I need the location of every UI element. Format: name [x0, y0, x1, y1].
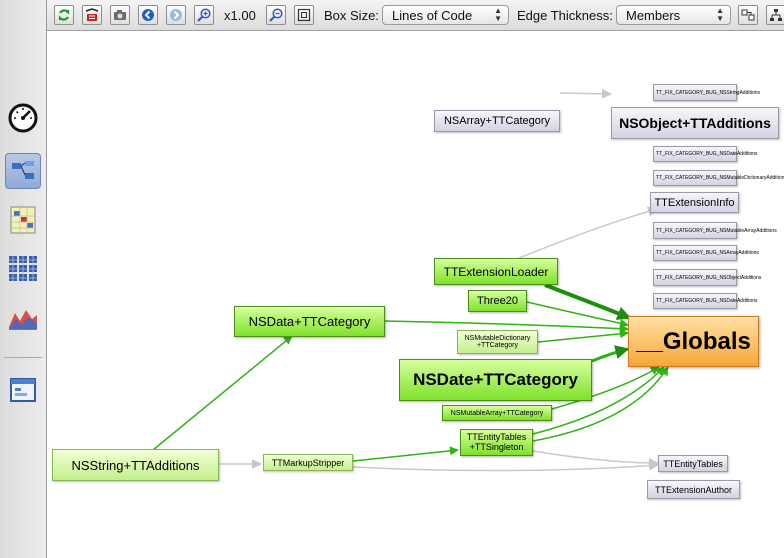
graph-node[interactable]: NSDate+TTCategory — [399, 359, 592, 401]
graph-node[interactable]: TTEntityTables +TTSingleton — [460, 429, 533, 456]
zoom-in-icon — [197, 8, 211, 22]
metrics-gauge-icon[interactable] — [5, 100, 41, 136]
edge-singleton-ttentitytables — [532, 450, 659, 468]
graph-node[interactable]: TT_FIX_CATEGORY_BUG_NSStringAdditions — [653, 84, 760, 101]
edge-markupstripper-ttentitytables — [352, 460, 659, 472]
zoom-out-icon — [269, 8, 283, 22]
graph-node[interactable]: TT_FIX_CATEGORY_BUG_NSObjectAdditions — [653, 269, 761, 286]
fit-to-window-button[interactable] — [294, 5, 314, 25]
edge-thickness-value: Members — [626, 8, 681, 23]
forward-button[interactable] — [166, 5, 186, 25]
sidebar-divider — [4, 357, 42, 358]
graph-node[interactable]: Three20 — [468, 290, 527, 312]
graph-node[interactable]: TTMarkupStripper — [263, 454, 353, 471]
graph-node[interactable]: NSData+TTCategory — [234, 306, 385, 337]
graph-node[interactable]: TTExtensionAuthor — [647, 480, 740, 499]
refresh-button[interactable] — [54, 5, 74, 25]
graph-node[interactable]: TT_FIX_CATEGORY_BUG_NSDateAdditions — [653, 293, 758, 309]
graph-node[interactable]: NSMutableDictionary +TTCategory — [457, 330, 538, 354]
edge-thickness-select[interactable]: Members ▲▼ — [616, 5, 731, 25]
back-button[interactable] — [138, 5, 158, 25]
toolbar: x1.00 Box Size: Lines of Code ▲▼ Edge Th… — [47, 0, 784, 31]
graph-node-globals[interactable]: __Globals — [628, 316, 759, 367]
back-arrow-icon — [142, 9, 154, 21]
edge-nsmutablearray-globals — [551, 366, 660, 410]
edge-extloader-globals — [544, 283, 632, 320]
clear-graph-button[interactable] — [82, 5, 102, 25]
edge-three20-globals — [526, 301, 629, 328]
window-view-icon[interactable] — [5, 372, 41, 408]
camera-icon — [114, 10, 126, 20]
graph-node[interactable]: TTExtensionInfo — [650, 192, 739, 213]
graph-node[interactable]: TT_FIX_CATEGORY_BUG_NSArrayAdditions — [653, 245, 759, 261]
graph-node[interactable]: TT_FIX_CATEGORY_BUG_NSMutableArrayAdditi… — [653, 222, 777, 239]
box-size-value: Lines of Code — [392, 8, 473, 23]
matrix-view-icon[interactable] — [5, 202, 41, 238]
fit-window-icon — [297, 8, 311, 22]
edge-entitytables-globals-a — [532, 366, 665, 435]
graph-node[interactable]: NSArray+TTCategory — [434, 110, 560, 132]
select-arrows-icon: ▲▼ — [716, 6, 724, 23]
treemap-icon[interactable] — [5, 250, 41, 286]
chart-icon[interactable] — [5, 300, 41, 336]
box-size-select[interactable]: Lines of Code ▲▼ — [382, 5, 509, 25]
hierarchy-icon — [770, 9, 782, 21]
graph-node[interactable]: TTExtensionLoader — [434, 258, 558, 285]
edge-nsdata-globals — [384, 320, 629, 334]
edge-layer — [152, 88, 669, 472]
delete-graph-icon — [85, 8, 99, 21]
graph-node[interactable]: TT_FIX_CATEGORY_BUG_NSMutableDictionaryA… — [653, 170, 784, 186]
forward-arrow-icon — [170, 9, 182, 21]
hierarchy-button[interactable] — [766, 5, 784, 25]
edge-nsmutabledict-globals — [537, 329, 629, 343]
zoom-in-button[interactable] — [194, 5, 214, 25]
edge-extloader-extinfo — [511, 206, 658, 262]
edge-nsstring-nsdata — [152, 335, 293, 451]
graph-node[interactable]: NSObject+TTAdditions — [611, 107, 779, 139]
graph-canvas[interactable]: NSArray+TTCategory NSObject+TTAdditions … — [47, 31, 784, 558]
edge-nsarray-nsobject — [559, 88, 612, 99]
sidebar — [0, 0, 47, 558]
select-arrows-icon: ▲▼ — [494, 6, 502, 23]
dependency-graph-icon[interactable] — [5, 153, 41, 189]
layout-button[interactable] — [738, 5, 758, 25]
graph-node[interactable]: TTEntityTables — [658, 455, 728, 472]
edge-markupstripper-entitytables — [352, 446, 459, 462]
box-size-label: Box Size: — [324, 8, 379, 23]
layout-icon — [741, 9, 755, 21]
zoom-out-button[interactable] — [266, 5, 286, 25]
edge-nsdate-globals — [591, 345, 630, 363]
graph-node[interactable]: TT_FIX_CATEGORY_BUG_NSDateAdditions — [653, 146, 758, 162]
graph-node[interactable]: NSMutableArray+TTCategory — [442, 405, 552, 421]
zoom-level: x1.00 — [224, 8, 256, 23]
export-image-button[interactable] — [110, 5, 130, 25]
graph-node[interactable]: NSString+TTAdditions — [52, 449, 219, 481]
edge-entitytables-globals-b — [532, 366, 669, 442]
refresh-icon — [58, 9, 70, 21]
edge-thickness-label: Edge Thickness: — [517, 8, 613, 23]
